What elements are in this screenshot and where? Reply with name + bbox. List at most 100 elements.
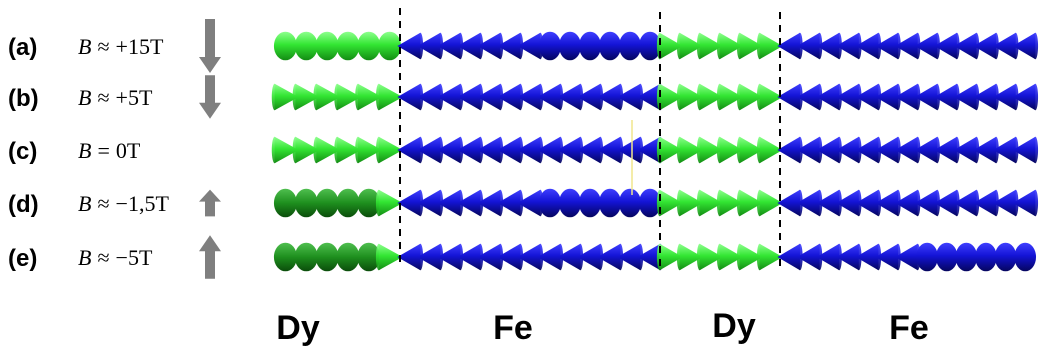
spin-dy1-5 xyxy=(357,188,381,218)
spin-segment-dy2 xyxy=(656,32,783,60)
spin-fe1-9 xyxy=(558,188,582,218)
spin-dy2-6 xyxy=(756,32,783,60)
region-label-dy-2: Dy xyxy=(712,307,756,345)
spin-dy2-5 xyxy=(736,189,763,217)
spin-dy1-5 xyxy=(357,242,381,272)
spin-segment-dy2 xyxy=(656,243,783,271)
spin-dy2-5 xyxy=(736,243,763,271)
region-label-fe-1: Fe xyxy=(493,309,533,347)
field-value: −1,5T xyxy=(116,191,170,216)
spin-dy1-4 xyxy=(334,136,362,164)
row-tag: (c) xyxy=(8,138,37,165)
spin-dy2-2 xyxy=(676,136,703,164)
spin-fe2-13 xyxy=(1012,189,1039,217)
spin-fe1-8 xyxy=(538,31,562,61)
spin-dy1-6 xyxy=(375,243,403,271)
domain-dividers xyxy=(399,8,781,268)
field-arrow-up-icon xyxy=(199,235,221,279)
spin-segment-fe2 xyxy=(777,189,1039,217)
spin-dy1-3 xyxy=(315,242,339,272)
spin-segment-dy1 xyxy=(271,136,403,164)
field-label: B≈ −5T xyxy=(78,245,153,270)
spin-fe2-8 xyxy=(916,242,938,272)
spin-fe1-10 xyxy=(578,31,602,61)
spin-fe2-13 xyxy=(1012,32,1039,60)
spin-segment-dy1 xyxy=(271,83,403,111)
field-relation: ≈ xyxy=(97,85,109,110)
spin-dy1-2 xyxy=(294,242,318,272)
spin-dy2-3 xyxy=(696,32,723,60)
region-label-dy-1: Dy xyxy=(276,309,320,347)
spin-dy1-1 xyxy=(271,136,299,164)
spin-fe1-12 xyxy=(618,31,642,61)
spin-dy2-6 xyxy=(756,189,783,217)
spin-fe2-13 xyxy=(1014,242,1037,272)
spin-dy1-2 xyxy=(292,136,320,164)
field-label: B≈ +5T xyxy=(78,85,153,110)
spin-row xyxy=(273,188,1039,218)
field-arrow-down-icon xyxy=(199,19,221,73)
spin-dy1-3 xyxy=(313,136,341,164)
spin-dy2-4 xyxy=(716,83,743,111)
spin-fe1-8 xyxy=(538,188,562,218)
spin-dy2-3 xyxy=(696,136,723,164)
spin-segment-dy1 xyxy=(273,188,403,218)
spin-dy1-1 xyxy=(273,188,297,218)
spin-fe2-12 xyxy=(994,242,1017,272)
spin-fe2-13 xyxy=(1012,83,1039,111)
spin-segment-dy1 xyxy=(273,31,402,61)
spin-dy1-6 xyxy=(375,83,403,111)
spin-dy1-6 xyxy=(375,189,403,217)
spin-segment-dy1 xyxy=(273,242,403,272)
spin-segment-fe1 xyxy=(397,31,662,61)
spin-segment-dy2 xyxy=(656,83,783,111)
spin-dy2-1 xyxy=(656,32,683,60)
spin-dy1-2 xyxy=(294,31,318,61)
row-labels: (a)B≈+15T(b)B≈+5T(c)B=0T(d)B≈−1,5T(e)B≈−… xyxy=(8,19,221,279)
spin-fe1-10 xyxy=(578,188,602,218)
field-value: 0T xyxy=(116,138,141,163)
spin-dy1-3 xyxy=(315,31,339,61)
spin-fe2-11 xyxy=(975,242,997,272)
spin-fe2-13 xyxy=(1012,136,1039,164)
field-value: +15T xyxy=(116,34,164,59)
field-symbol: B xyxy=(78,191,91,216)
spin-dy2-3 xyxy=(696,189,723,217)
field-value: +5T xyxy=(116,85,153,110)
spin-dy2-6 xyxy=(756,83,783,111)
field-relation: = xyxy=(97,138,109,163)
field-label: B= 0T xyxy=(78,138,141,163)
spin-dy2-3 xyxy=(696,243,723,271)
spin-dy2-1 xyxy=(656,189,683,217)
field-symbol: B xyxy=(78,85,91,110)
spin-dy1-4 xyxy=(336,188,360,218)
spin-dy1-2 xyxy=(294,188,318,218)
spin-fe1-11 xyxy=(598,188,622,218)
field-symbol: B xyxy=(78,245,91,270)
field-symbol: B xyxy=(78,138,91,163)
field-relation: ≈ xyxy=(97,191,109,216)
field-label: B≈ −1,5T xyxy=(78,191,169,216)
spin-dy1-6 xyxy=(375,136,403,164)
field-arrow-down-icon xyxy=(199,75,221,119)
spin-dy1-3 xyxy=(315,188,339,218)
spin-dy1-5 xyxy=(355,83,382,111)
field-label: B≈+15T xyxy=(78,34,164,59)
spin-dy1-5 xyxy=(357,31,381,61)
spin-fe2-9 xyxy=(935,242,958,272)
spin-dy1-4 xyxy=(336,242,360,272)
spin-dy2-4 xyxy=(716,32,743,60)
spin-dy2-2 xyxy=(676,32,703,60)
spin-dy1-6 xyxy=(378,31,402,61)
field-relation: ≈ xyxy=(97,245,109,270)
spin-dy1-5 xyxy=(355,136,382,164)
spin-dy2-6 xyxy=(756,243,783,271)
row-tag: (d) xyxy=(8,191,39,218)
field-value: −5T xyxy=(116,245,153,270)
spin-dy1-1 xyxy=(271,83,299,111)
spin-fe1-12 xyxy=(618,188,642,218)
row-tag: (b) xyxy=(8,85,39,112)
spin-row xyxy=(273,31,1039,61)
spin-fe2-10 xyxy=(955,242,978,272)
